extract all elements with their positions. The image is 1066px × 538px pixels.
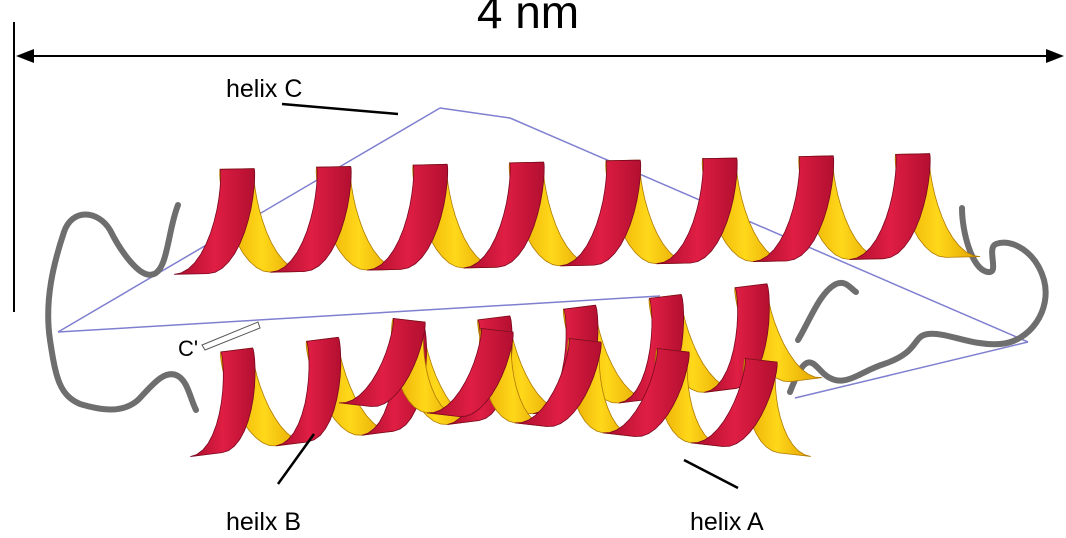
loop-a-end [798, 283, 856, 340]
helix-b-label: heilx B [226, 508, 301, 536]
helix-b-front-segment [190, 348, 255, 457]
helix-c-front-segment [753, 156, 834, 262]
helix-c-front-segment [174, 169, 255, 275]
helix-c-front-segment [657, 158, 738, 264]
helix-b-front-segment [276, 337, 341, 446]
helix-c-front-segment [367, 164, 448, 270]
helix-c-label: helix C [226, 75, 302, 103]
helix-c-leader [282, 104, 398, 114]
helix-c-front-segment [271, 167, 352, 273]
helix-c-front-segment [560, 160, 641, 266]
helix-a-label: helix A [690, 508, 764, 536]
c-prime-pointer [202, 322, 260, 350]
scale-label: 4 nm [477, 0, 579, 38]
axis-line-c-top [440, 108, 510, 118]
helix-c-ribbon [174, 154, 980, 275]
helix-c-front-segment [850, 154, 931, 260]
scale-arrow-right-head [1046, 49, 1064, 63]
helix-c-front-segment [464, 162, 545, 268]
loop-left [48, 205, 196, 410]
helix-a-leader [684, 460, 738, 488]
c-prime-label: C' [178, 336, 198, 361]
scale-arrow-left-head [16, 49, 34, 63]
